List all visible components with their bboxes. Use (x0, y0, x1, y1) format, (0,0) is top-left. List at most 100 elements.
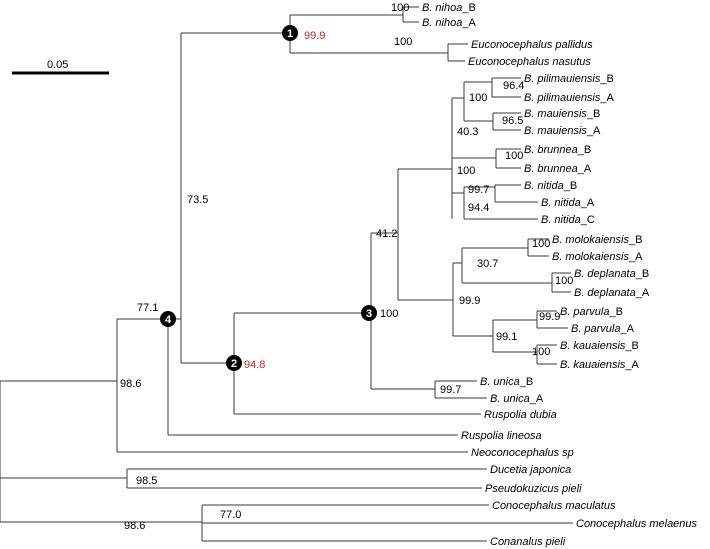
taxon-label-brun_a: B.brunnea_A (524, 163, 592, 175)
support-value-s_parv: 99.9 (539, 311, 560, 323)
taxon-epithet: molokaiensis (565, 234, 629, 246)
taxon-genus: B. (524, 180, 534, 192)
taxon-genus: B. (560, 359, 570, 371)
taxon-suffix: _B (624, 340, 638, 352)
taxon-suffix: _B (519, 376, 533, 388)
taxon-epithet: mauiensis (537, 108, 587, 120)
taxon-genus: B. (422, 2, 432, 14)
taxon-genus: B. (541, 197, 551, 209)
scale-bar-label: 0.05 (47, 59, 68, 71)
taxon-suffix: _A (599, 92, 614, 104)
support-value-s_molo: 100 (532, 238, 550, 250)
taxon-suffix: _A (624, 359, 639, 371)
node-marker-label: 2 (231, 358, 237, 370)
taxon-label-nit_b: B.nitida_B (524, 180, 577, 192)
taxon-epithet: kauaiensis (573, 359, 625, 371)
taxon-genus: B. (560, 306, 570, 318)
taxon-label-pilim_b: B.pilimauiensis_B (524, 73, 614, 85)
taxon-suffix: _B (586, 108, 600, 120)
support-value-s_nit_ab: 99.7 (468, 184, 489, 196)
taxon-suffix: _A (619, 323, 634, 335)
taxon-suffix: _C (580, 214, 595, 226)
taxon-genus: Neoconocephalus (471, 447, 560, 459)
taxon-genus: B. (480, 376, 490, 388)
node-marker-n2: 2 (226, 355, 242, 371)
support-value-s_node3: 100 (380, 308, 398, 320)
taxon-epithet: dubia (530, 409, 557, 421)
taxon-epithet: kauaiensis (573, 340, 625, 352)
taxon-label-molo_b: B.molokaiensis_B (552, 234, 642, 246)
taxon-epithet: nitida (554, 214, 580, 226)
taxon-genus: B. (552, 251, 562, 263)
taxon-epithet: molokaiensis (565, 251, 629, 263)
taxon-suffix: _A (635, 287, 650, 299)
taxon-epithet: pilimauiensis (536, 73, 600, 85)
taxon-epithet: parvula (572, 306, 609, 318)
taxon-genus: B. (571, 323, 581, 335)
node-marker-label: 4 (165, 314, 172, 326)
taxon-genus: B. (541, 214, 551, 226)
support-value-s_403: 40.3 (457, 126, 478, 138)
taxon-suffix: _A (580, 197, 595, 209)
taxon-epithet: brunnea (537, 163, 577, 175)
taxon-genus: Ducetia (490, 464, 527, 476)
taxon-genus: Conanalus (490, 536, 543, 548)
node-marker-circle (361, 305, 377, 321)
taxon-epithet: japonica (528, 464, 571, 476)
taxon-genus: B. (422, 17, 432, 29)
taxon-suffix: _B (461, 2, 475, 14)
taxon-label-unica_a: B.unica_A (490, 393, 544, 405)
support-value-s_nihoa: 100 (391, 2, 409, 14)
node-marker-circle (282, 25, 298, 41)
node-marker-label: 3 (366, 308, 372, 320)
support-value-s_307: 30.7 (477, 258, 498, 270)
taxon-genus: B. (524, 73, 534, 85)
taxon-epithet: lineosa (507, 430, 542, 442)
support-value-s_node4: 77.1 (137, 302, 158, 314)
taxon-genus: B. (560, 340, 570, 352)
support-value-s_735: 73.5 (187, 194, 208, 206)
taxon-epithet: sp (562, 447, 574, 459)
taxon-label-depl_b: B.deplanata_B (574, 268, 649, 280)
support-value-s_node1: 99.9 (304, 30, 325, 42)
taxon-genus: B. (490, 393, 500, 405)
support-value-s_node2: 94.8 (244, 359, 265, 371)
node-marker-circle (226, 355, 242, 371)
taxon-genus: Ruspolia (484, 409, 527, 421)
support-value-s_pilim: 96.4 (503, 80, 524, 92)
taxon-label-parv_a: B.parvula_A (571, 323, 635, 335)
support-value-s_nit: 94.4 (468, 202, 489, 214)
taxon-epithet: pieli (561, 483, 582, 495)
taxon-epithet: pieli (545, 536, 566, 548)
taxon-epithet: maculatus (565, 500, 616, 512)
node-marker-n1: 1 (282, 25, 298, 41)
taxon-label-kaua_a: B.kauaiensis_A (560, 359, 640, 371)
support-value-s_unica: 99.7 (440, 384, 461, 396)
taxon-epithet: nihoa (435, 17, 462, 29)
scale-bar: 0.05 (12, 59, 109, 75)
taxon-epithet: nasutus (552, 56, 591, 68)
taxon-genus: B. (524, 108, 534, 120)
taxon-genus: B. (524, 144, 534, 156)
taxon-genus: Euconocephalus (468, 56, 550, 68)
taxon-genus: B. (552, 234, 562, 246)
taxon-suffix: _A (461, 17, 476, 29)
taxon-suffix: _A (586, 125, 601, 137)
taxon-label-pilim_a: B.pilimauiensis_A (524, 92, 615, 104)
taxon-epithet: nitida (537, 180, 563, 192)
tree-branches (0, 6, 573, 542)
taxon-genus: B. (574, 268, 584, 280)
taxon-suffix: _B (599, 73, 613, 85)
taxon-label-kaua_b: B.kauaiensis_B (560, 340, 639, 352)
taxon-suffix: _B (635, 268, 649, 280)
taxon-epithet: pallidus (554, 39, 593, 51)
taxon-label-nit_a: B.nitida_A (541, 197, 595, 209)
